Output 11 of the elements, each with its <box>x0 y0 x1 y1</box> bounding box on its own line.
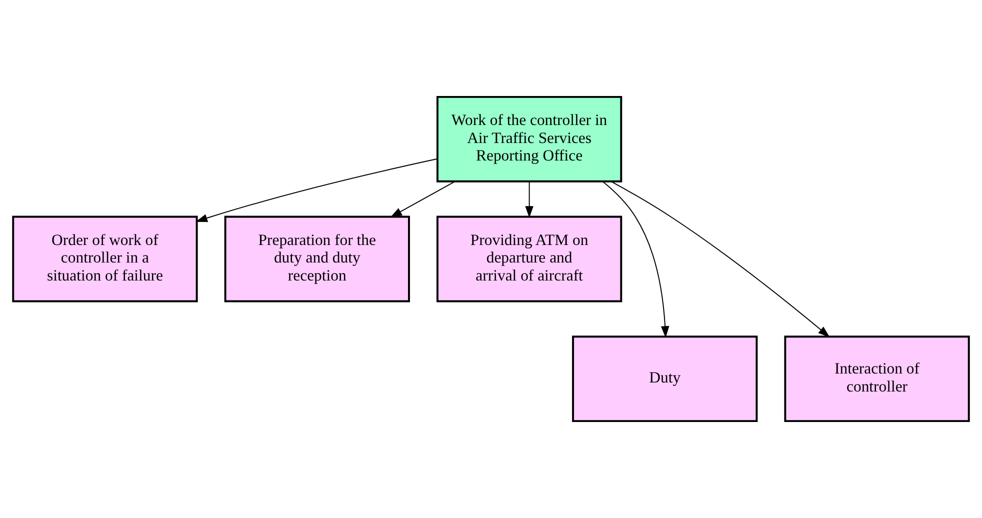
node-box: Work of the controller in Air Traffic Services Reporting Office <box>436 96 622 182</box>
node-box: Order of work of controller in a situation of failure <box>12 216 198 302</box>
node-box: Providing ATM on departure and arrival of aircraft <box>436 216 622 302</box>
arrow <box>610 180 830 338</box>
arrow <box>196 158 438 222</box>
arrow <box>390 181 456 218</box>
arrow <box>525 181 534 218</box>
arrow <box>602 180 670 338</box>
node-box: Interaction of controller <box>784 336 970 422</box>
node-box: Preparation for the duty and duty reception <box>224 216 410 302</box>
node-box: Duty <box>572 336 758 422</box>
